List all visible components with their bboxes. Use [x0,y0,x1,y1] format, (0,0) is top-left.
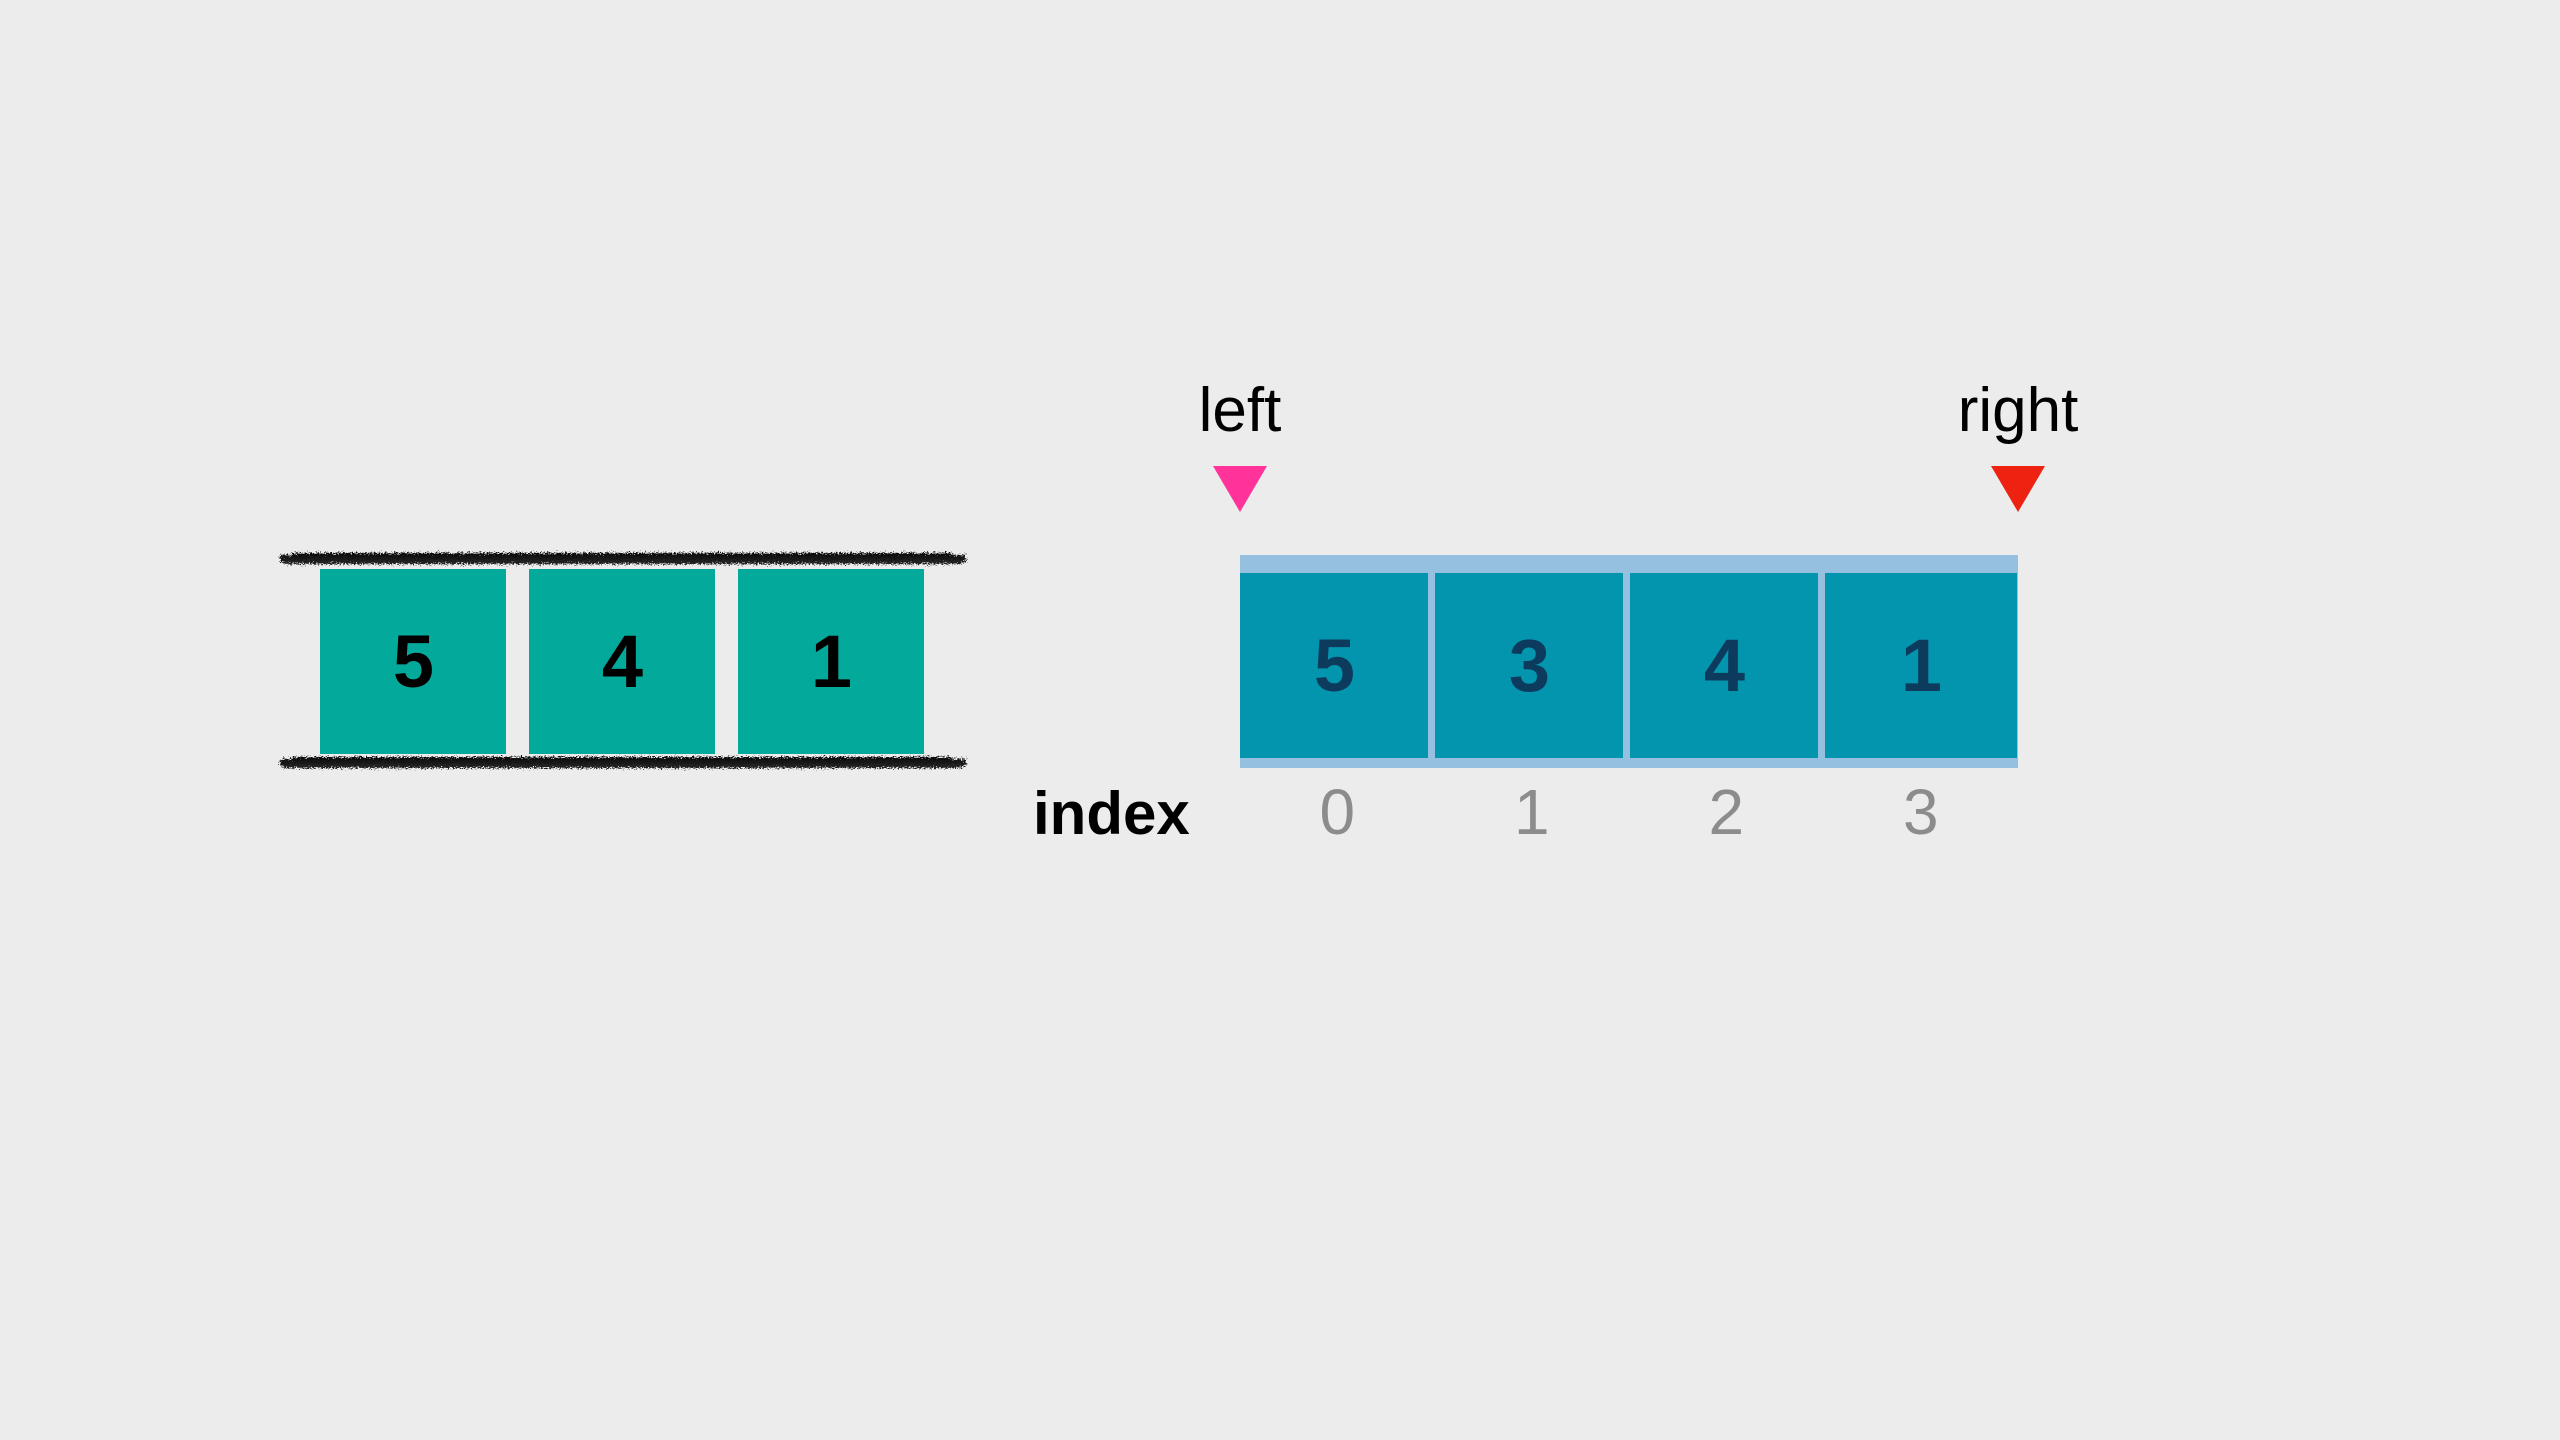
sketch-rule-top-icon [278,549,968,571]
array-cell: 3 [1435,573,1623,758]
pointer-left-label: left [1198,376,1282,445]
array-cell: 5 [1240,573,1428,758]
sketch-rule-bottom-icon [278,753,968,775]
sketch-cell-list: 5 4 1 [320,569,924,754]
array-track: 5 3 4 1 [1240,555,2018,768]
array-cell-list: 5 3 4 1 [1240,573,2017,758]
sketch-cell: 1 [738,569,924,754]
index-caption-label: index [1033,780,1190,847]
array-cell: 4 [1630,573,1818,758]
pointer-left: left [1145,380,1335,512]
index-number: 2 [1708,776,1745,848]
pointer-right-label: right [1957,376,2079,445]
index-number: 0 [1319,776,1356,848]
pointer-right: right [1923,380,2113,512]
triangle-down-icon [1991,466,2045,512]
index-number: 1 [1513,776,1550,848]
triangle-down-icon [1213,466,1267,512]
sketch-array-group: 5 4 1 [278,545,968,785]
index-number-row: 0 1 2 3 [1240,780,2018,844]
sketch-cell: 5 [320,569,506,754]
sketch-cell: 4 [529,569,715,754]
array-cell: 1 [1825,573,2017,758]
indexed-array-group: left right 5 3 4 1 index 0 1 2 3 [1033,380,2140,860]
index-number: 3 [1902,776,1939,848]
